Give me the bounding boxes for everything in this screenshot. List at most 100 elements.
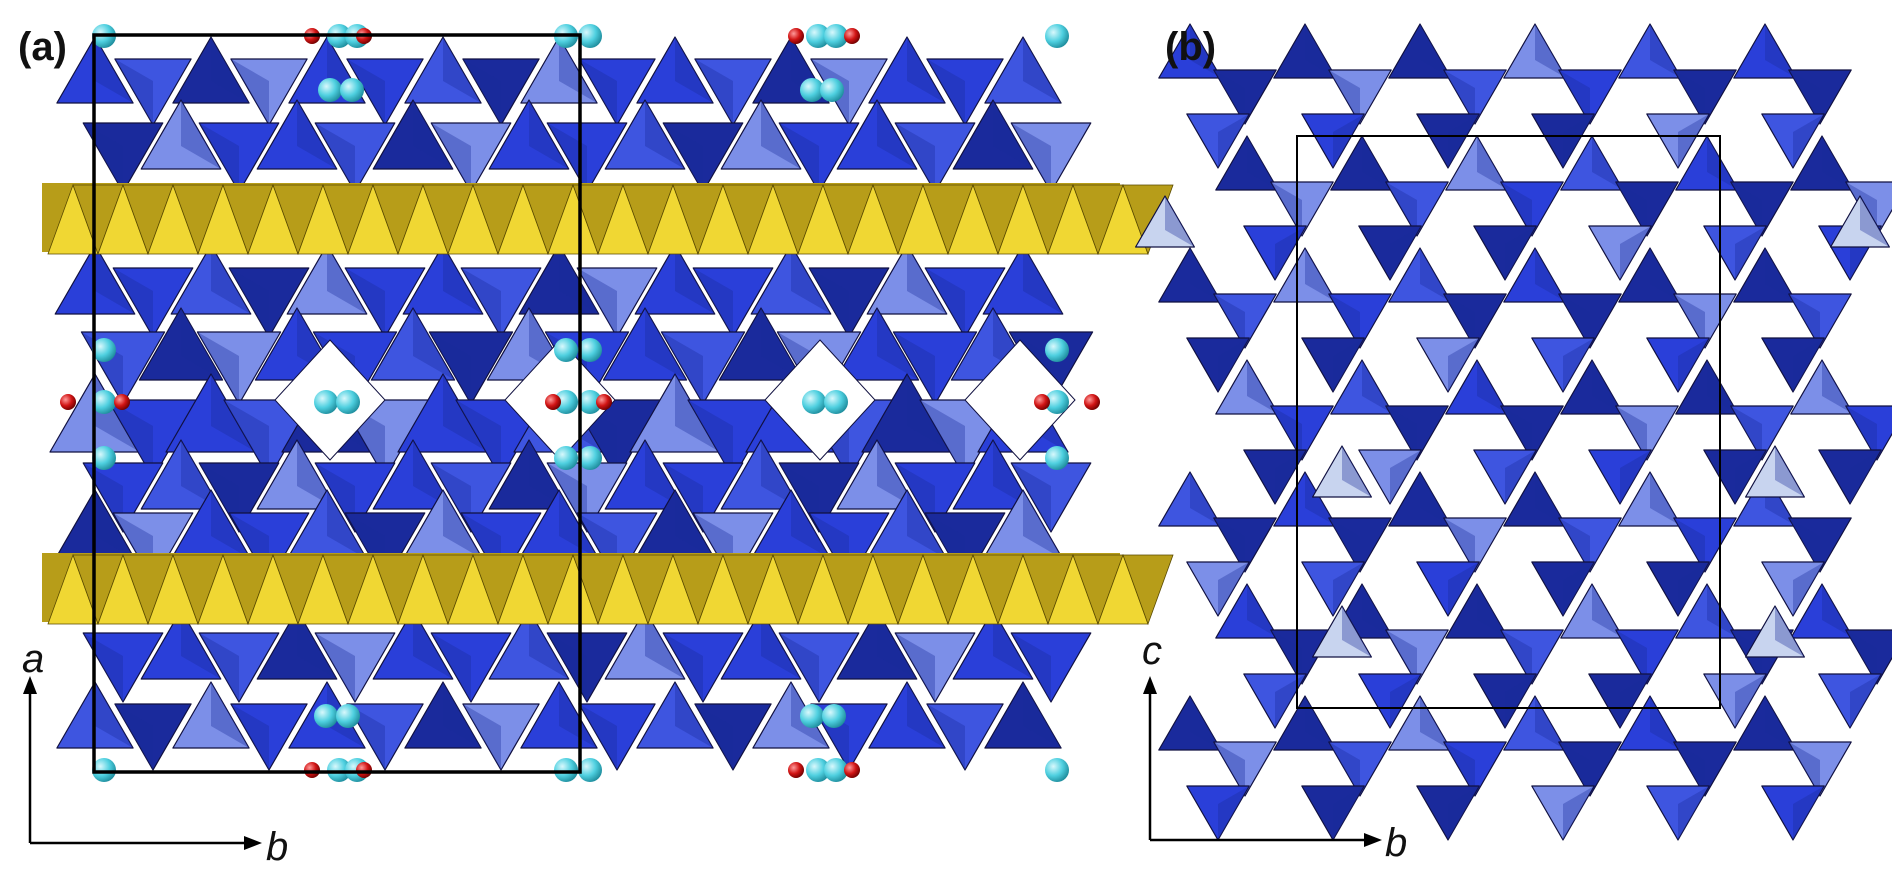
tetrahedron [952,99,1034,170]
panel-a: (a) a b [18,24,1174,869]
tetrahedron [346,58,424,126]
tetrahedron [314,462,396,533]
tetrahedron [868,681,946,749]
tetrahedron-facet [211,37,250,103]
tetrahedron [372,609,454,680]
tetrahedron [926,703,1004,771]
tetrahedron [114,58,192,126]
tetrahedron [228,512,310,583]
tetrahedron [692,512,774,583]
tetrahedron-facet [83,633,123,702]
tetrahedron-facet [559,490,599,559]
tetrahedron-facet [1650,472,1682,526]
tetrahedron-facet [1333,338,1365,392]
tetrahedron [836,609,918,680]
tetrahedron [140,609,222,680]
tetrahedron [1445,583,1509,639]
tetrahedron-facet [1390,450,1422,504]
panel-b-axis-b-label: b [1385,821,1407,865]
tetrahedron-facet [1673,70,1705,124]
panel-b-axis-c-label: c [1142,629,1162,673]
tetrahedron [372,439,454,510]
tetrahedron-facet [346,704,385,770]
tetrahedron-facet [1765,472,1797,526]
cation-atom [1045,24,1069,48]
tetrahedron-facet [230,59,269,125]
tetrahedron [984,681,1062,749]
tetrahedron-facet [229,513,269,582]
tetrahedron [1675,583,1739,639]
tetrahedron-facet [1735,226,1767,280]
oxygen-atom [788,762,804,778]
tetrahedron-facet [663,633,703,702]
tetrahedron-facet [809,513,849,582]
cation-atom [824,24,848,48]
tetrahedron-facet [1023,37,1062,103]
tetrahedron-facet [1822,136,1854,190]
tetrahedron [430,122,512,193]
tetrahedron-facet [1620,674,1652,728]
cation-atom [92,390,116,414]
tetrahedron-facet [1678,114,1710,168]
tetrahedron-facet [1850,450,1882,504]
tetrahedron [196,331,282,405]
tetrahedron-light [1744,605,1806,658]
tetrahedron [1500,181,1564,237]
tetrahedron-facet [1420,696,1452,750]
tetrahedron-facet [1592,136,1624,190]
tetrahedron [778,462,860,533]
tetrahedron [720,439,802,510]
tetrahedron-facet [1678,786,1710,840]
cation-atom [336,390,360,414]
tetrahedron [256,99,338,170]
tetrahedron [1328,517,1392,573]
tetrahedron-facet [229,268,269,337]
tetrahedron-facet [1328,70,1360,124]
tetrahedron-facet [779,633,819,702]
tetrahedron-facet [456,400,501,478]
tetrahedron [1730,181,1794,237]
tetrahedron-facet [577,268,617,337]
tetrahedron [1618,471,1682,527]
tetrahedron-facet [1270,182,1302,236]
tetrahedron-facet [1448,786,1480,840]
tetrahedron-facet [1011,633,1051,702]
tetrahedron [1646,561,1710,617]
tetrahedron-facet [791,490,831,559]
tetrahedron-facet [1218,338,1250,392]
tetrahedron [750,244,832,315]
tetrahedron [1503,695,1567,751]
tetrahedron-facet [431,463,471,532]
cation-atom [822,704,846,728]
cation-atom [327,758,351,782]
panel-a-unit-cell [92,33,582,774]
tetrahedron [1243,673,1307,729]
tetrahedron-facet [431,123,471,192]
tetrahedron [1213,69,1277,125]
tetrahedron-facet [1275,226,1307,280]
tetrahedron [462,58,540,126]
cation-atom [1045,758,1069,782]
tetrahedron-facet [1247,360,1279,414]
tetrahedron-facet [1218,114,1250,168]
cation-atom [800,78,824,102]
tetrahedron [1443,741,1507,797]
tetrahedron-facet [1765,24,1797,78]
cation-atom [800,704,824,728]
panel-b-label: (b) [1165,25,1216,69]
tetrahedron-facet [1563,786,1595,840]
tetrahedron [256,609,338,680]
tetrahedron-facet [1793,562,1825,616]
cation-atom [578,390,602,414]
tetrahedron-facet [1650,696,1682,750]
tetrahedron [1416,561,1480,617]
tetrahedron-facet [1275,674,1307,728]
tetrahedron [924,512,1006,583]
tetrahedron-light-facet [1165,196,1195,247]
tetrahedron [1010,122,1092,193]
tetrahedron [1186,113,1250,169]
cation-atom [340,78,364,102]
tetrahedron [1558,517,1622,573]
tetrahedron-facet [547,633,587,702]
tetrahedron-facet [1190,696,1222,750]
